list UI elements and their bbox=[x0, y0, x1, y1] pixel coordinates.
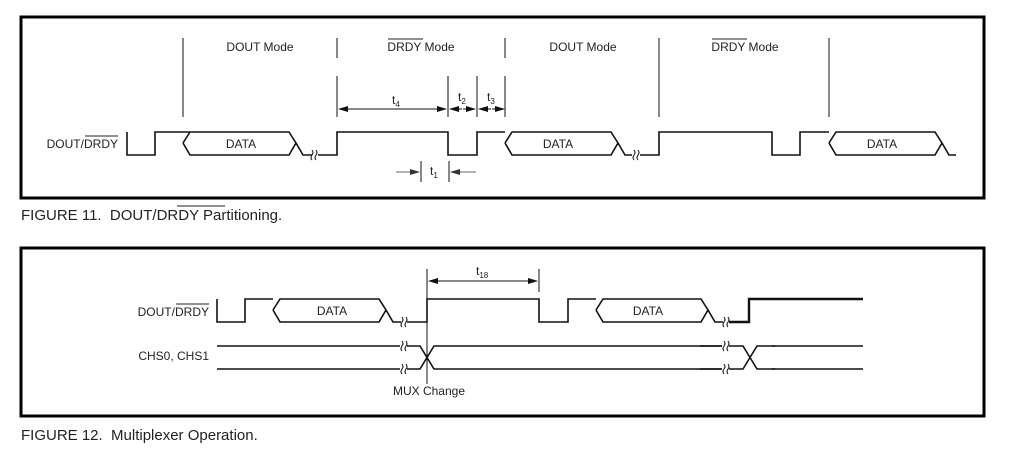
t4-label: t4 bbox=[392, 93, 400, 109]
break-mark bbox=[722, 340, 730, 352]
figure-11-frame bbox=[19, 15, 986, 200]
mux-change-label: MUX Change bbox=[393, 384, 465, 398]
signal-label-chs: CHS0, CHS1 bbox=[138, 349, 209, 363]
t1-label: t1 bbox=[430, 164, 438, 180]
break-mark bbox=[722, 363, 730, 375]
figure-11-caption: FIGURE 11. DOUT/DRDY Partitioning. bbox=[21, 207, 282, 224]
data-label: DATA bbox=[867, 137, 897, 151]
t2-label: t2 bbox=[458, 90, 466, 106]
mode-label-drdy: DRDY Mode bbox=[711, 40, 778, 54]
break-mark bbox=[632, 149, 640, 161]
break-mark bbox=[722, 316, 730, 328]
t3-label: t3 bbox=[487, 90, 495, 106]
figure-11: DOUT Mode DRDY Mode DOUT Mode DRDY Mode … bbox=[19, 15, 986, 224]
data-label: DATA bbox=[226, 137, 256, 151]
break-mark bbox=[400, 340, 408, 352]
dout-drdy-waveform bbox=[216, 298, 723, 323]
mode-label-dout: DOUT Mode bbox=[549, 40, 616, 54]
break-mark bbox=[400, 316, 408, 328]
dout-drdy-waveform bbox=[126, 131, 956, 156]
break-mark bbox=[310, 149, 318, 161]
break-mark bbox=[400, 363, 408, 375]
data-label: DATA bbox=[543, 137, 573, 151]
data-label: DATA bbox=[633, 304, 663, 318]
t18-label: t18 bbox=[476, 264, 489, 280]
mode-label-drdy: DRDY Mode bbox=[387, 40, 454, 54]
chs-waveform bbox=[217, 345, 863, 370]
data-label: DATA bbox=[317, 304, 347, 318]
figure-12-frame bbox=[19, 246, 986, 418]
figure-12: t18 DOUT/DRDY CHS0, CHS1 DATA DATA MUX C… bbox=[19, 246, 986, 444]
figure-12-caption: FIGURE 12. Multiplexer Operation. bbox=[21, 427, 258, 444]
mode-label-dout: DOUT Mode bbox=[226, 40, 293, 54]
signal-label-dout-drdy: DOUT/DRDY bbox=[138, 305, 209, 319]
dout-drdy-waveform-end bbox=[729, 297, 863, 324]
chs-transition bbox=[700, 345, 775, 370]
signal-label-dout-drdy: DOUT/DRDY bbox=[47, 137, 118, 151]
